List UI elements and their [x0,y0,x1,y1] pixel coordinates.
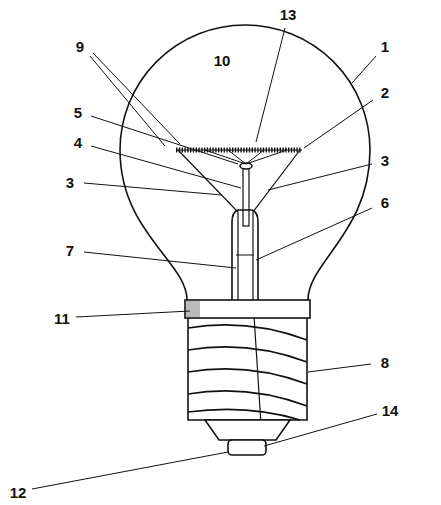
leader-line [84,183,222,195]
callout-number: 10 [212,52,233,69]
callout-number: 1 [379,38,391,55]
screw-thread [188,318,307,420]
thread-line [188,347,307,362]
leader-line [90,56,165,146]
base-collar [185,300,310,318]
insulator [205,420,290,440]
callout-number: 2 [379,84,391,101]
stem-line [236,255,254,256]
thread-line [188,409,300,420]
leader-line [308,364,371,372]
callout-number: 4 [72,134,84,151]
leader-line [91,146,241,188]
callout-number: 9 [74,38,86,55]
callout-number: 8 [379,354,391,371]
glass-rod [243,166,249,226]
callout-number: 11 [52,310,72,327]
callout-number: 3 [379,152,391,169]
callout-number: 3 [64,174,76,191]
callout-number: 12 [8,484,29,501]
callout-number: 6 [379,194,391,211]
leader-line [76,311,190,317]
leader-line [352,56,376,83]
bottom-contact [228,440,266,455]
leader-line [268,164,372,190]
glass-bulb [120,25,370,300]
leader-line [256,208,372,260]
cement [186,301,200,317]
leader-line [84,252,236,268]
callout-number: 13 [278,6,299,23]
leader-line [256,28,285,142]
leader-line [32,452,228,489]
callout-number: 7 [64,242,76,259]
callout-number: 14 [380,402,401,419]
thread-line [188,369,307,384]
leader-line [91,116,238,164]
glass-stem [232,210,258,300]
thread-line [188,325,307,340]
thread-line [188,391,307,406]
holder-wire [205,150,246,164]
lead-wire [178,150,238,318]
leader-line [304,100,373,148]
leader-line [264,414,377,446]
callout-number: 5 [72,104,84,121]
